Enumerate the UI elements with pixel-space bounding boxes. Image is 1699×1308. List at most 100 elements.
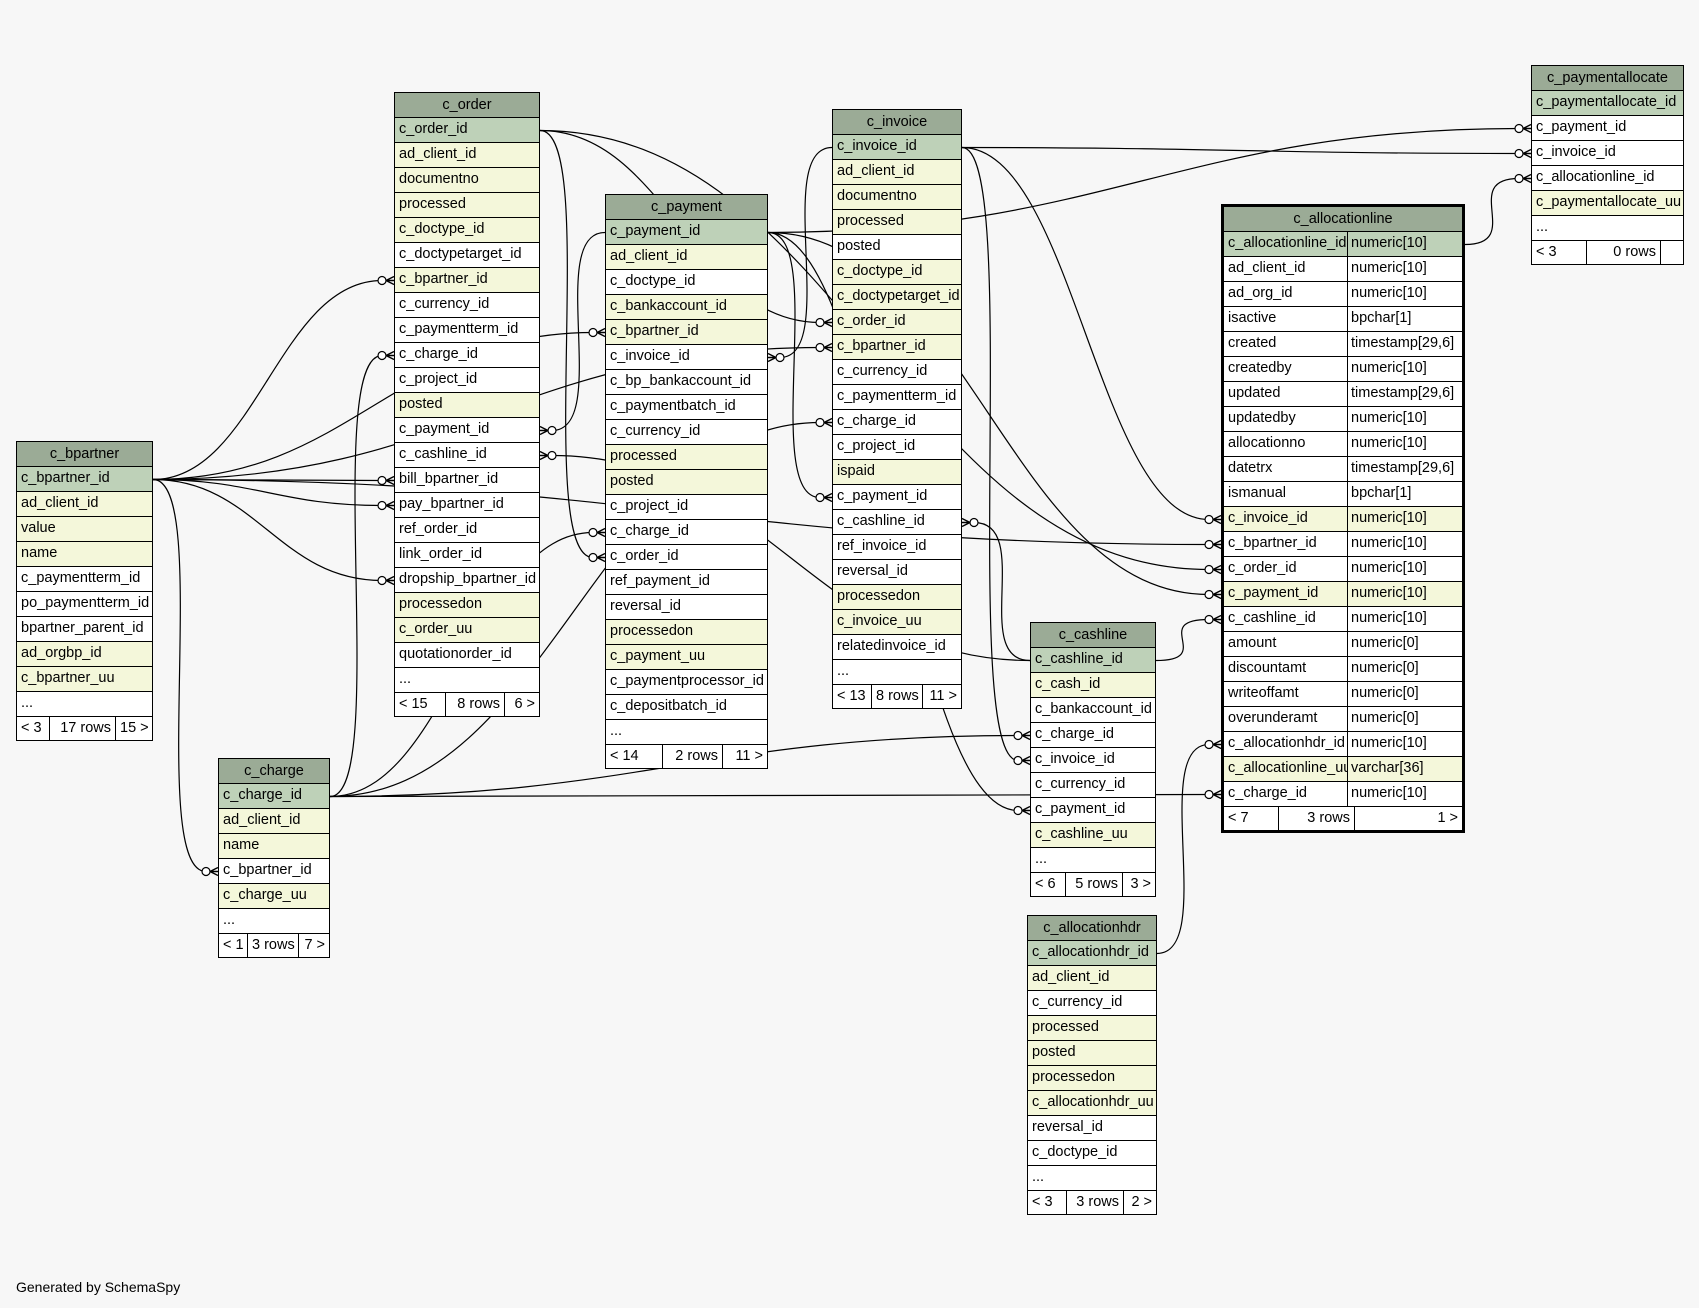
column-row[interactable]: ref_order_id [395,518,539,543]
column-row[interactable]: c_charge_id [1031,723,1155,748]
column-row[interactable]: c_cashline_id [395,443,539,468]
column-row[interactable]: value [17,517,152,542]
column-row[interactable]: c_bpartner_id [219,859,329,884]
column-row[interactable]: reversal_id [606,595,767,620]
column-row[interactable]: c_invoice_id [1532,141,1683,166]
column-row[interactable]: c_currency_id [833,360,961,385]
column-row[interactable]: c_paymentbatch_id [606,395,767,420]
column-row[interactable]: bpartner_parent_id [17,617,152,642]
column-row[interactable]: posted [395,393,539,418]
column-row[interactable]: c_bankaccount_id [1031,698,1155,723]
column-row[interactable]: ad_client_id [606,245,767,270]
column-row[interactable]: relatedinvoice_id [833,635,961,660]
column-row[interactable]: c_bpartner_id [606,320,767,345]
column-row[interactable]: processedon [1028,1066,1156,1091]
column-row[interactable]: documentno [833,185,961,210]
column-row[interactable]: c_charge_id [219,784,329,809]
column-row[interactable]: c_invoice_id [606,345,767,370]
column-row[interactable]: ... [606,720,767,745]
column-row[interactable]: c_currency_id [1031,773,1155,798]
column-row[interactable]: ... [833,660,961,685]
column-row[interactable]: quotationorder_id [395,643,539,668]
column-row[interactable]: c_allocationhdr_uu [1028,1091,1156,1116]
column-row[interactable]: c_bpartner_id [17,467,152,492]
column-row[interactable]: c_payment_id [833,485,961,510]
column-row[interactable]: ref_invoice_id [833,535,961,560]
column-row[interactable]: c_invoice_id [1031,748,1155,773]
column-row[interactable]: c_allocationhdr_id [1028,941,1156,966]
column-row[interactable]: processedon [606,620,767,645]
column-row[interactable]: c_project_id [833,435,961,460]
column-row[interactable]: name [219,834,329,859]
column-row[interactable]: c_charge_id [395,343,539,368]
column-row[interactable]: documentno [395,168,539,193]
column-row[interactable]: c_payment_id [1031,798,1155,823]
column-row[interactable]: name [17,542,152,567]
column-row[interactable]: c_payment_id [395,418,539,443]
column-row[interactable]: c_allocationline_id [1532,166,1683,191]
column-row[interactable]: ad_client_id [219,809,329,834]
column-row[interactable]: posted [833,235,961,260]
column-row[interactable]: ad_client_id [395,143,539,168]
column-row[interactable]: c_payment_id [606,220,767,245]
column-row[interactable]: ad_client_id [17,492,152,517]
column-row[interactable]: ad_client_id [833,160,961,185]
column-row[interactable]: processed [833,210,961,235]
column-row[interactable]: c_charge_uu [219,884,329,909]
column-row[interactable]: processed [1028,1016,1156,1041]
column-row[interactable]: c_doctype_id [395,218,539,243]
column-row[interactable]: c_bpartner_uu [17,667,152,692]
column-row[interactable]: ... [219,909,329,934]
column-row[interactable]: c_paymentallocate_id [1532,91,1683,116]
column-row[interactable]: ... [1532,216,1683,241]
column-row[interactable]: bill_bpartner_id [395,468,539,493]
column-row[interactable]: c_bpartner_id [395,268,539,293]
column-row[interactable]: processedon [833,585,961,610]
column-row[interactable]: c_project_id [395,368,539,393]
column-row[interactable]: ... [1028,1166,1156,1191]
column-row[interactable]: reversal_id [1028,1116,1156,1141]
column-row[interactable]: c_charge_id [833,410,961,435]
column-row[interactable]: c_currency_id [606,420,767,445]
column-row[interactable]: c_currency_id [395,293,539,318]
column-row[interactable]: c_payment_id [1532,116,1683,141]
column-row[interactable]: c_cash_id [1031,673,1155,698]
column-row[interactable]: c_paymentprocessor_id [606,670,767,695]
column-row[interactable]: c_invoice_id [833,135,961,160]
column-row[interactable]: reversal_id [833,560,961,585]
column-row[interactable]: c_paymentterm_id [833,385,961,410]
column-row[interactable]: posted [1028,1041,1156,1066]
column-row[interactable]: processed [395,193,539,218]
column-row[interactable]: c_project_id [606,495,767,520]
column-row[interactable]: ... [395,668,539,693]
column-row[interactable]: processed [606,445,767,470]
column-row[interactable]: c_bp_bankaccount_id [606,370,767,395]
column-row[interactable]: ispaid [833,460,961,485]
